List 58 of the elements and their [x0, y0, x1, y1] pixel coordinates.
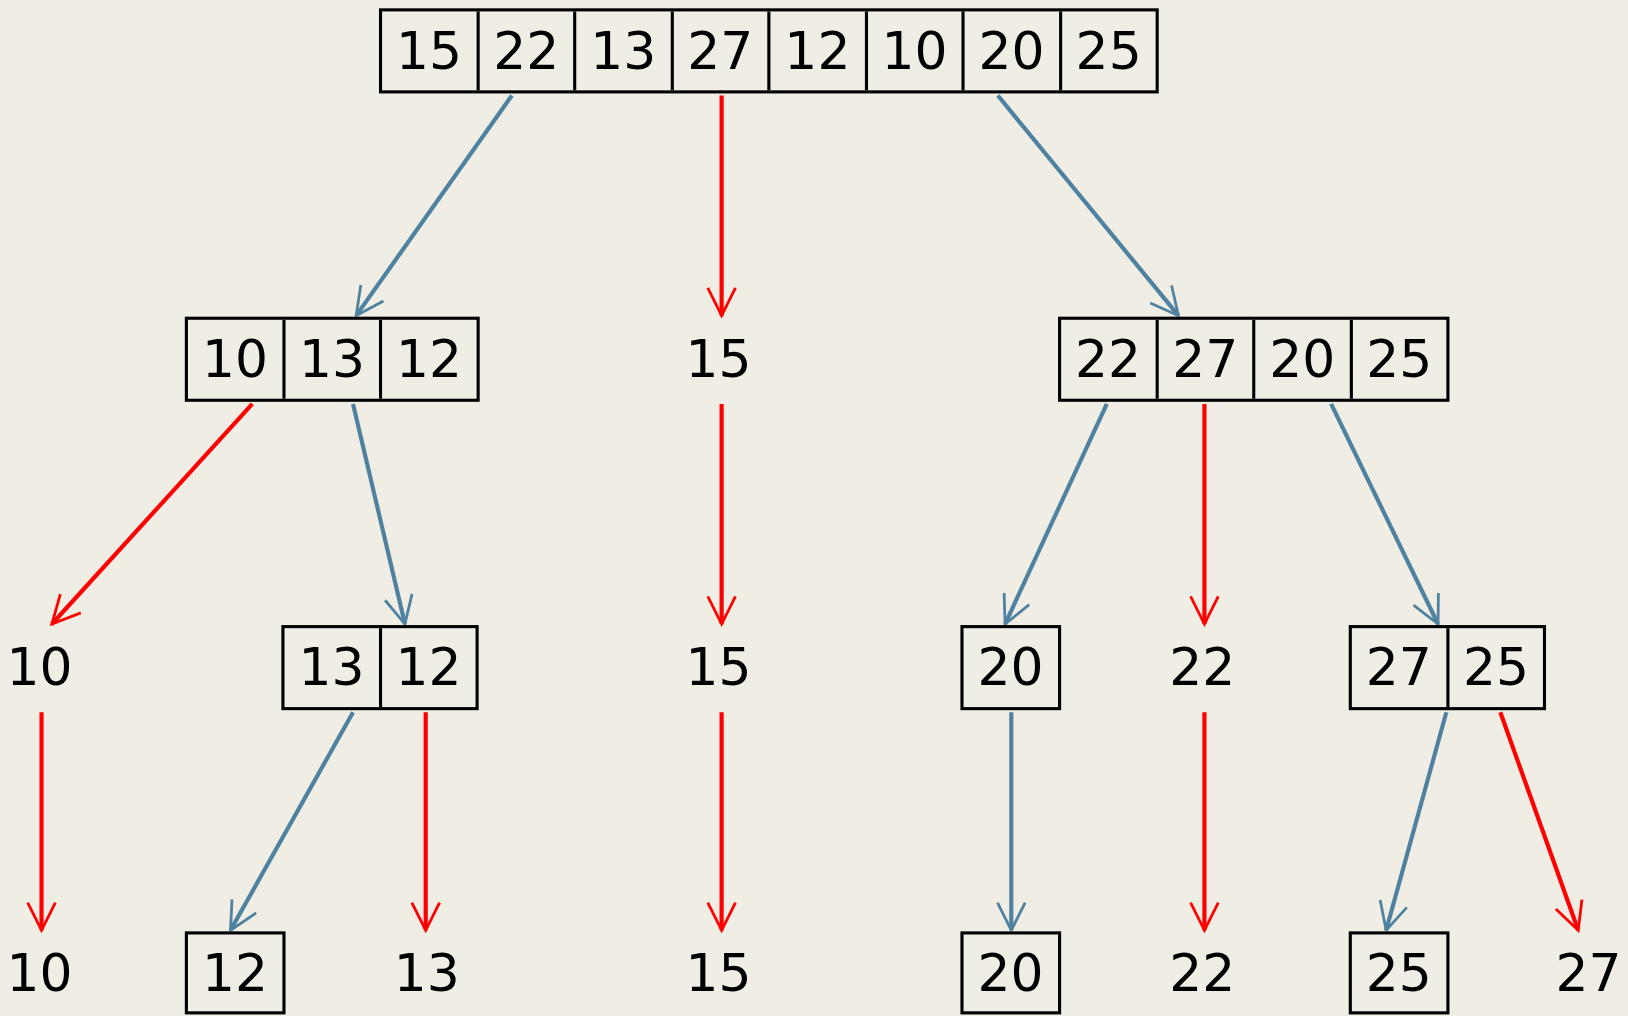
array-cell: 20 — [1252, 319, 1350, 399]
array-box — [379, 8, 1159, 94]
array-cell-text: 13 — [297, 636, 366, 700]
array-cell: 27 — [1155, 319, 1253, 399]
array-cell: 25 — [1445, 628, 1543, 708]
array-cell: 27 — [670, 11, 768, 91]
array-cell: 25 — [1058, 11, 1156, 91]
array-cell-text: 12 — [200, 941, 269, 1005]
arrow — [410, 712, 441, 932]
array-cell: 12 — [379, 319, 477, 399]
array-box — [1348, 625, 1547, 711]
array-cell: 12 — [378, 628, 476, 708]
number-label: 27 — [1547, 931, 1628, 1015]
number-label: 13 — [377, 931, 476, 1015]
arrow — [351, 403, 414, 626]
array-cell: 20 — [961, 11, 1059, 91]
array-cell: 10 — [864, 11, 962, 91]
number-label: 22 — [1153, 625, 1252, 711]
arrow — [1002, 403, 1109, 626]
array-box — [281, 625, 479, 711]
array-cell: 13 — [281, 319, 379, 399]
array-cell: 25 — [1349, 319, 1447, 399]
number-box — [1348, 931, 1449, 1015]
arrow — [996, 712, 1027, 932]
number-label: 10 — [0, 625, 79, 711]
arrow — [1498, 711, 1584, 932]
arrow — [996, 94, 1181, 318]
arrow — [706, 403, 737, 626]
number-label: 15 — [669, 625, 768, 711]
arrow — [1378, 711, 1449, 932]
array-cell-text: 25 — [1364, 941, 1433, 1005]
arrow — [1329, 403, 1440, 626]
array-cell-text: 27 — [1364, 636, 1433, 700]
array-box — [184, 316, 480, 402]
number-label: 10 — [0, 931, 79, 1015]
number-label: 15 — [669, 316, 768, 402]
arrow — [26, 712, 57, 932]
number-box — [960, 625, 1061, 711]
array-cell-text: 15 — [395, 19, 464, 83]
array-box — [1058, 316, 1450, 402]
number-box — [184, 931, 285, 1015]
arrow — [50, 402, 254, 626]
array-cell-text: 10 — [200, 328, 269, 392]
number-label: 15 — [669, 931, 768, 1015]
arrow — [706, 712, 737, 932]
array-cell-text: 20 — [976, 941, 1045, 1005]
array-cell-text: 22 — [1074, 328, 1143, 392]
array-cell: 22 — [476, 11, 574, 91]
arrow — [706, 95, 737, 318]
arrow — [354, 94, 514, 318]
array-cell: 13 — [573, 11, 671, 91]
array-cell: 12 — [767, 11, 865, 91]
array-cell-text: 20 — [976, 636, 1045, 700]
arrow — [1189, 403, 1220, 626]
number-box — [960, 931, 1061, 1015]
arrow — [1189, 712, 1220, 932]
arrow — [228, 711, 355, 932]
number-label: 22 — [1153, 931, 1252, 1015]
